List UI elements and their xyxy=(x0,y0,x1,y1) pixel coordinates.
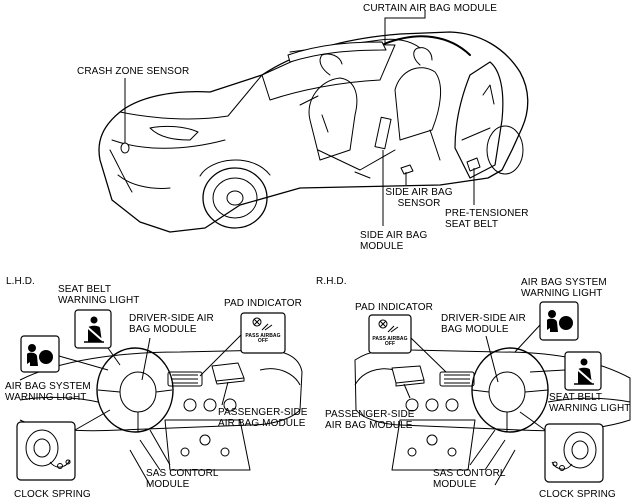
label-line: AIR BAG SYSTEM xyxy=(5,381,91,392)
rhd-dashboard xyxy=(354,347,631,486)
lhd-label-seat-belt-warning-light: SEAT BELT WARNING LIGHT xyxy=(58,284,140,306)
label-line: OFF xyxy=(384,341,396,347)
label-line: AIR BAG MODULE xyxy=(325,420,413,431)
label-pre-tensioner-seat-belt: PRE-TENSIONER SEAT BELT xyxy=(445,208,529,230)
label-line: PASSENGER-SIDE xyxy=(325,409,415,420)
pad-indicator-icon xyxy=(252,317,273,331)
label-side-air-bag-module: SIDE AIR BAG MODULE xyxy=(360,230,427,252)
rhd-label-clock-spring: CLOCK SPRING xyxy=(539,489,616,500)
label-line: WARNING LIGHT xyxy=(549,403,631,414)
label-line: DRIVER-SIDE AIR xyxy=(441,313,526,324)
airbag-warning-icon xyxy=(547,310,573,332)
clock-spring-icon xyxy=(551,431,597,471)
label-line: WARNING LIGHT xyxy=(5,392,87,403)
label-line: WARNING LIGHT xyxy=(521,288,603,299)
rhd-label-passenger-side-air-bag-module: PASSENGER-SIDE AIR BAG MODULE xyxy=(325,409,415,431)
rhd-label-seat-belt-warning-light: SEAT BELT WARNING LIGHT xyxy=(549,392,631,414)
lhd-label-driver-side-air-bag-module: DRIVER-SIDE AIR BAG MODULE xyxy=(129,313,214,335)
label-line: MODULE xyxy=(360,241,404,252)
car-illustration xyxy=(98,31,529,233)
lhd-label-passenger-side-air-bag-module: PASSENGER-SIDE AIR BAG MODULE xyxy=(218,407,308,429)
lhd-pass-airbag-off-text: PASS AIRBAG OFF xyxy=(243,334,283,344)
label-curtain-air-bag-module: CURTAIN AIR BAG MODULE xyxy=(363,3,498,14)
rhd-label-driver-side-air-bag-module: DRIVER-SIDE AIR BAG MODULE xyxy=(441,313,526,335)
label-line: AIR BAG SYSTEM xyxy=(521,277,607,288)
rhd-label-pad-indicator: PAD INDICATOR xyxy=(355,302,433,313)
label-line: PASS AIRBAG xyxy=(245,333,281,339)
label-line: SEAT BELT xyxy=(445,219,499,230)
label-line: AIR BAG MODULE xyxy=(218,418,306,429)
label-line: BAG MODULE xyxy=(441,324,509,335)
airbag-warning-icon xyxy=(27,344,53,366)
lhd-dashboard xyxy=(19,347,303,486)
rhd-pass-airbag-off-text: PASS AIRBAG OFF xyxy=(370,337,410,347)
label-line: PRE-TENSIONER xyxy=(445,208,529,219)
clock-spring-icon xyxy=(25,429,71,469)
rhd-label-sas-control-module: SAS CONTORL MODULE xyxy=(433,468,506,490)
lhd-label-clock-spring: CLOCK SPRING xyxy=(14,489,91,500)
seatbelt-warning-icon xyxy=(574,358,594,385)
lhd-label-pad-indicator: PAD INDICATOR xyxy=(224,298,302,309)
label-line: OFF xyxy=(257,338,269,344)
label-line: SAS CONTORL xyxy=(146,468,219,479)
label-line: SIDE AIR BAG xyxy=(360,230,428,241)
pad-indicator-icon xyxy=(378,319,399,333)
label-line: DRIVER-SIDE AIR xyxy=(129,313,214,324)
seatbelt-warning-icon xyxy=(84,316,104,343)
rhd-label-air-bag-system-warning-light: AIR BAG SYSTEM WARNING LIGHT xyxy=(521,277,607,299)
label-line: SIDE AIR BAG xyxy=(385,187,453,198)
lhd-heading: L.H.D. xyxy=(6,276,35,287)
label-crash-zone-sensor: CRASH ZONE SENSOR xyxy=(77,66,190,77)
label-side-air-bag-sensor: SIDE AIR BAG SENSOR xyxy=(379,187,459,209)
car-leader-lines xyxy=(124,10,475,226)
label-line: PASS AIRBAG xyxy=(372,336,408,342)
label-line: WARNING LIGHT xyxy=(58,295,140,306)
label-line: SENSOR xyxy=(397,198,441,209)
lhd-label-sas-control-module: SAS CONTORL MODULE xyxy=(146,468,219,490)
label-line: MODULE xyxy=(146,479,190,490)
lhd-label-air-bag-system-warning-light: AIR BAG SYSTEM WARNING LIGHT xyxy=(5,381,91,403)
label-line: SAS CONTORL xyxy=(433,468,506,479)
label-line: MODULE xyxy=(433,479,477,490)
label-line: SEAT BELT xyxy=(549,392,603,403)
label-line: SEAT BELT xyxy=(58,284,112,295)
label-line: BAG MODULE xyxy=(129,324,197,335)
label-line: PASSENGER-SIDE xyxy=(218,407,308,418)
rhd-heading: R.H.D. xyxy=(316,276,347,287)
